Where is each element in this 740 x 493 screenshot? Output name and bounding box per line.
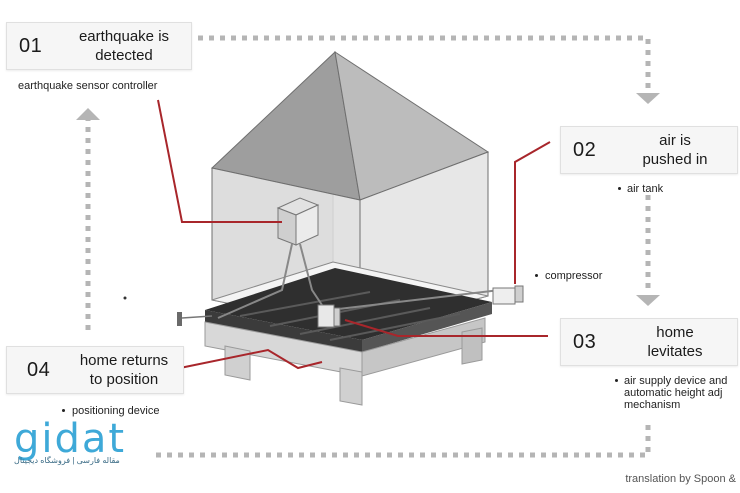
platform-right	[361, 317, 486, 377]
step-02-title: air is pushed in	[642, 132, 708, 168]
arrowheads	[76, 93, 660, 306]
step-04-box: 04 home returns to position	[6, 346, 184, 394]
platform-leg-right	[461, 327, 483, 365]
arrow-path-03-04	[150, 425, 651, 458]
compressor-label: compressor	[545, 270, 603, 282]
positioning-device	[177, 312, 182, 326]
watermark-logo: gidat مقاله فارسی | فروشگاه دیجیتال	[14, 416, 164, 470]
step-04-number: 04	[27, 358, 51, 381]
step-03-bullet	[615, 379, 618, 382]
sensor-box	[276, 197, 320, 246]
base-front-dark	[205, 310, 362, 352]
stray-dot	[123, 296, 127, 300]
step-04-caption: positioning device	[72, 405, 160, 417]
foundation	[204, 268, 492, 406]
step-03-box: 03 home levitates	[560, 318, 738, 366]
step-01-title: earthquake is detected	[78, 28, 170, 64]
leader-01	[157, 99, 282, 223]
arrowhead-to-01	[76, 108, 100, 120]
step-04-bullet	[62, 409, 65, 412]
compressor-bullet	[535, 274, 538, 277]
arrowhead-to-03	[636, 295, 660, 306]
step-02-number: 02	[573, 138, 597, 161]
arrow-path-01-02	[198, 35, 651, 88]
leader-04	[179, 348, 323, 370]
air-pipes	[217, 243, 501, 319]
leader-02	[514, 141, 551, 284]
watermark-subtitle: مقاله فارسی | فروشگاه دیجیتال	[14, 456, 120, 465]
arrowhead-to-02	[636, 93, 660, 104]
step-02-bullet	[618, 187, 621, 190]
step-01-number: 01	[19, 34, 43, 57]
leader-03	[344, 319, 548, 337]
step-03-caption: air supply device and automatic height a…	[624, 375, 728, 411]
translation-credit: translation by Spoon &	[625, 473, 736, 485]
step-01-box: 01 earthquake is detected	[6, 22, 192, 70]
step-02-caption: air tank	[627, 183, 664, 195]
step-03-number: 03	[573, 330, 597, 353]
step-01-caption: earthquake sensor controller	[18, 80, 158, 92]
step-04-title: home returns to position	[79, 352, 169, 388]
air-supply-device	[317, 304, 341, 328]
platform-leg-left	[224, 345, 251, 381]
watermark-logo-text: gidat	[14, 416, 127, 462]
step-03-title: home levitates	[647, 324, 703, 360]
step-02-box: 02 air is pushed in	[560, 126, 738, 174]
platform-leg-mid	[339, 367, 363, 406]
cycle-arrows	[85, 35, 651, 458]
compressor-unit	[492, 285, 524, 305]
leader-lines	[157, 99, 551, 370]
